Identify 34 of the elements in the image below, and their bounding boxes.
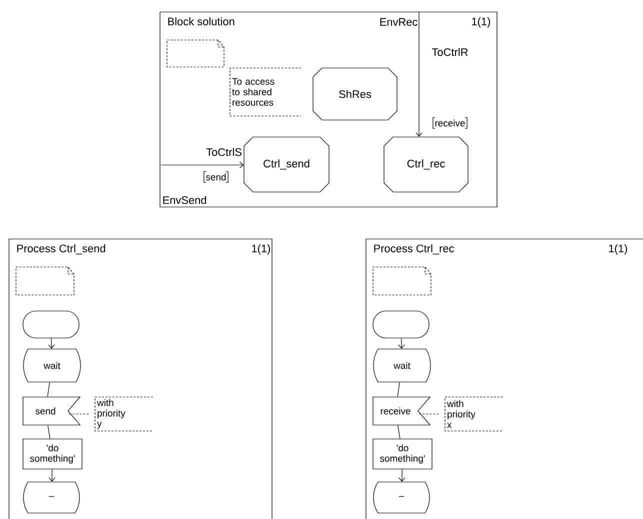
- frame-title: Process Ctrl_send: [17, 244, 106, 254]
- frame-title: Process Ctrl_rec: [374, 244, 454, 254]
- arrow: [160, 162, 244, 168]
- gate-label: EnvSend: [163, 196, 206, 204]
- frame-title: Block solution: [168, 17, 234, 26]
- comment-text: with priority x: [444, 396, 504, 432]
- comment-text: with priority y: [94, 396, 154, 432]
- channel-label: ToCtrlR: [430, 46, 470, 58]
- process-octagon: ShRes: [312, 68, 398, 120]
- task-box: 'do something': [22, 438, 82, 470]
- comment-text: To access to shared resources: [230, 68, 302, 116]
- process-octagon: Ctrl_send: [244, 136, 330, 192]
- comment-symbol: [16, 266, 74, 296]
- process-octagon: Ctrl_rec: [384, 136, 468, 192]
- page-number: 1(1): [252, 244, 270, 254]
- start-symbol: [22, 310, 80, 338]
- arrow: [48, 338, 55, 349]
- block-frame: [160, 12, 498, 208]
- comment-symbol: [372, 266, 432, 296]
- process-frame: [8, 238, 272, 519]
- signal-list: receive: [432, 117, 468, 129]
- gate-label: EnvRec: [380, 18, 418, 26]
- channel-label: ToCtrlS: [205, 146, 243, 158]
- process-frame: [366, 238, 643, 519]
- page-number: 1(1): [472, 17, 490, 28]
- task-box: 'do something': [372, 438, 432, 470]
- arrow: [48, 469, 56, 482]
- arrow: [398, 338, 405, 349]
- arrow: [398, 469, 406, 482]
- start-symbol: [372, 310, 430, 338]
- page-number: 1(1): [609, 244, 628, 254]
- arrow: [416, 11, 422, 137]
- signal-list: send: [204, 171, 228, 183]
- comment-symbol: [166, 40, 224, 68]
